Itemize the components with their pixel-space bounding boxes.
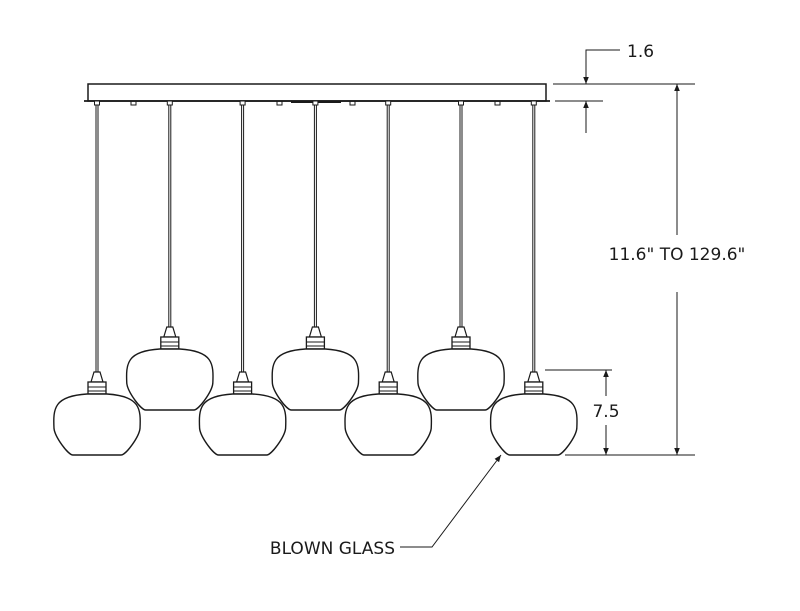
overall-drop-label: 11.6" TO 129.6" — [609, 245, 746, 265]
socket-cap — [526, 371, 541, 383]
pendants — [53, 100, 578, 456]
socket — [160, 336, 180, 350]
socket-cap — [235, 371, 250, 383]
socket — [87, 381, 107, 395]
blown-glass-label: BLOWN GLASS — [270, 539, 395, 559]
pendant — [344, 100, 433, 456]
socket-cap — [454, 326, 468, 338]
dimension-shade-height: 7.5 — [545, 369, 620, 455]
cord-grip — [458, 100, 464, 106]
pendant — [271, 100, 360, 411]
socket-cap — [308, 326, 323, 338]
socket-cap — [90, 371, 104, 383]
socket — [524, 381, 544, 395]
cord-grip — [312, 100, 319, 106]
canopy — [84, 83, 550, 106]
blown-glass-shade — [271, 348, 360, 411]
socket-cap — [381, 371, 396, 383]
cord-grip — [94, 100, 100, 106]
callout-blown-glass: BLOWN GLASS — [270, 454, 502, 559]
cord-grip — [385, 100, 392, 106]
canopy-height-label: 1.6 — [627, 42, 654, 62]
socket — [378, 381, 398, 395]
cord-grip — [239, 100, 246, 106]
socket-cap — [162, 326, 177, 338]
blown-glass-shade — [198, 393, 287, 456]
blown-glass-shade — [53, 393, 141, 456]
cord-grip — [530, 100, 537, 106]
pendant — [198, 100, 287, 456]
blown-glass-shade — [417, 348, 505, 411]
blown-glass-shade — [489, 393, 578, 456]
dimension-overall-drop: 11.6" TO 129.6" — [565, 84, 746, 456]
pendant — [53, 100, 141, 456]
socket — [232, 381, 253, 395]
pendant — [125, 100, 214, 411]
pendant — [489, 100, 578, 456]
pendant — [417, 100, 505, 411]
shade-height-label: 7.5 — [592, 402, 619, 422]
blown-glass-shade — [125, 348, 214, 411]
socket — [451, 336, 471, 350]
dimension-canopy-height: 1.6 — [553, 42, 695, 133]
blown-glass-shade — [344, 393, 433, 456]
socket — [305, 336, 326, 350]
cord-grip — [166, 100, 173, 106]
